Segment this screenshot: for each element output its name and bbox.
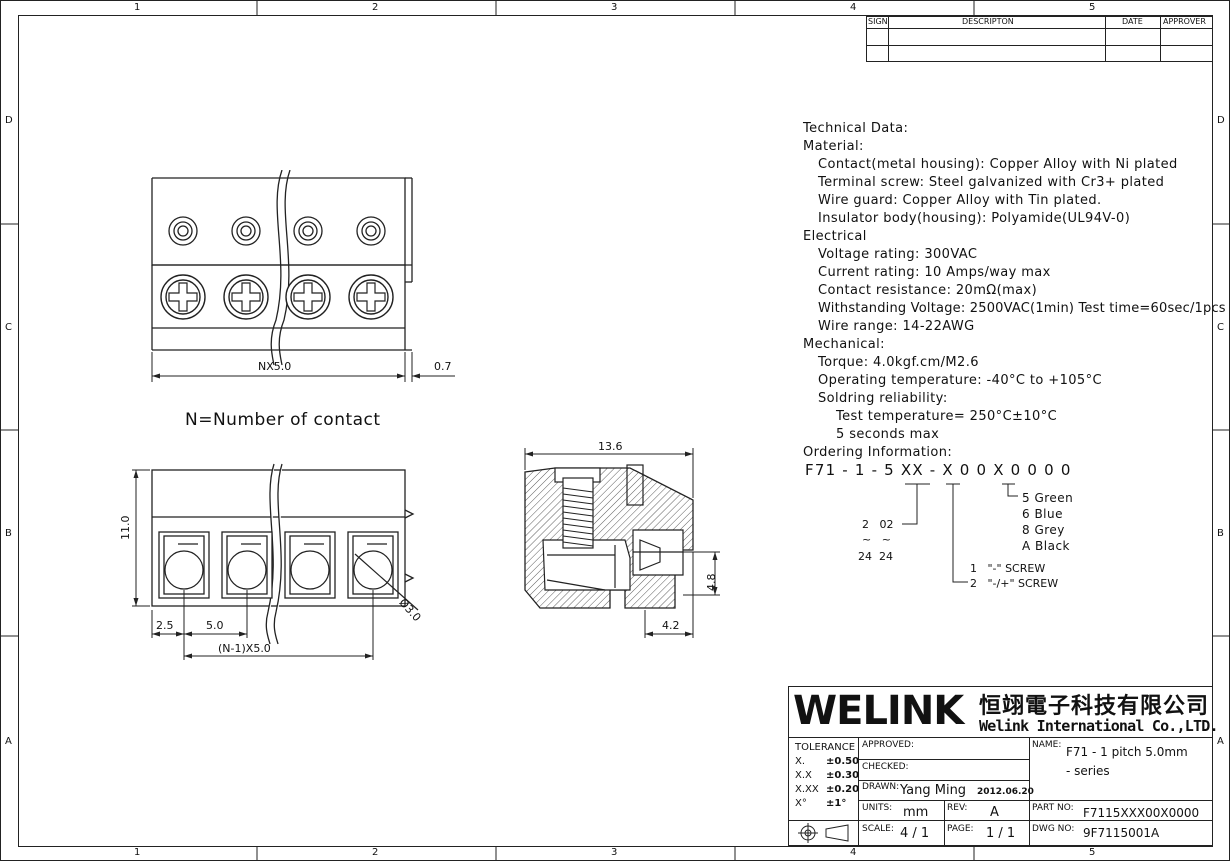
- rev-header-sign: SIGN: [868, 17, 888, 26]
- zone-row-a-right: A: [1217, 736, 1224, 747]
- ordering-code: F71 - 1 - 5 XX - X 0 0 X 0 0 0 0: [805, 461, 1072, 479]
- rev-value: A: [990, 805, 999, 820]
- zone-col-4-top: 4: [850, 2, 857, 13]
- approved-label: APPROVED:: [862, 740, 914, 750]
- tech-wire-range: Wire range: 14-22AWG: [818, 319, 975, 334]
- part-no-label: PART NO:: [1032, 803, 1074, 813]
- top-view: [132, 463, 419, 660]
- page-value: 1 / 1: [986, 826, 1016, 841]
- tech-voltage: Voltage rating: 300VAC: [818, 247, 978, 262]
- units-label: UNITS:: [862, 803, 893, 813]
- revision-table: [866, 16, 1213, 62]
- zone-col-3-top: 3: [611, 2, 618, 13]
- dim-front-width: NX5.0: [258, 360, 292, 373]
- tech-current: Current rating: 10 Amps/way max: [818, 265, 1051, 280]
- tech-heading: Technical Data:: [803, 121, 909, 136]
- zone-row-a-left: A: [5, 736, 12, 747]
- side-view: [524, 448, 720, 638]
- scale-value: 4 / 1: [900, 826, 930, 841]
- name-label: NAME:: [1032, 740, 1062, 750]
- zone-col-3-bottom: 3: [611, 847, 618, 858]
- rev-label: REV:: [947, 803, 968, 813]
- dim-top-edge: 2.5: [156, 619, 174, 632]
- drawing-name-line2: - series: [1066, 764, 1110, 778]
- rev-header-approver: APPROVER: [1163, 17, 1206, 26]
- screw-option-2: 2 "-/+" SCREW: [970, 577, 1059, 590]
- tech-operating-temp: Operating temperature: -40°C to +105°C: [818, 373, 1102, 388]
- drawing-number: 9F7115001A: [1083, 826, 1160, 840]
- tolerance-key-3: X°: [795, 798, 807, 809]
- screw-option-1: 1 "-" SCREW: [970, 562, 1046, 575]
- tolerance-key-1: X.X: [795, 770, 812, 781]
- tech-contact-material: Contact(metal housing): Copper Alloy wit…: [818, 157, 1178, 172]
- drawn-date: 2012.06.20: [977, 787, 1034, 797]
- company-name-en: Welink International Co.,LTD.: [979, 717, 1219, 735]
- tech-mechanical-heading: Mechanical:: [803, 337, 885, 352]
- zone-col-5-top: 5: [1089, 2, 1096, 13]
- zone-row-b-left: B: [5, 528, 12, 539]
- color-option-green: 5 Green: [1022, 491, 1074, 505]
- company-name-cn: 恒翊電子科技有限公司: [979, 693, 1210, 719]
- tech-seconds: 5 seconds max: [836, 427, 940, 442]
- contact-range-sep: ~ ~: [862, 533, 891, 546]
- dim-side-height: 4.8: [705, 573, 718, 592]
- contact-count-caption: N=Number of contact: [185, 410, 381, 430]
- welink-logo: WELINK: [793, 688, 964, 734]
- tech-torque: Torque: 4.0kgf.cm/M2.6: [818, 355, 979, 370]
- units-value: mm: [903, 805, 929, 820]
- zone-col-2-bottom: 2: [372, 847, 379, 858]
- rev-header-description: DESCRIPTON: [962, 17, 1014, 26]
- tech-withstanding: Withstanding Voltage: 2500VAC(1min) Test…: [818, 301, 1226, 316]
- dim-side-length: 13.6: [598, 440, 623, 453]
- zone-col-2-top: 2: [372, 2, 379, 13]
- tech-soldering: Soldring reliability:: [818, 391, 948, 406]
- checked-label: CHECKED:: [862, 762, 909, 772]
- title-block-grid: [788, 686, 1213, 846]
- ordering-leaders: [902, 483, 1018, 583]
- dwg-no-label: DWG NO:: [1032, 824, 1075, 834]
- tech-electrical-heading: Electrical: [803, 229, 867, 244]
- dim-front-offset: 0.7: [434, 360, 452, 373]
- tolerance-val-2: ±0.20: [826, 784, 860, 795]
- rev-header-date: DATE: [1122, 17, 1143, 26]
- zone-col-4-bottom: 4: [850, 847, 857, 858]
- scale-label: SCALE:: [862, 824, 894, 834]
- tech-material-heading: Material:: [803, 139, 864, 154]
- front-view: [151, 170, 455, 382]
- tolerance-key-2: X.XX: [795, 784, 819, 795]
- contact-range-start: 2 02: [862, 518, 894, 531]
- tolerance-val-0: ±0.50: [826, 756, 860, 767]
- zone-col-5-bottom: 5: [1089, 847, 1096, 858]
- tolerance-val-3: ±1°: [826, 798, 847, 809]
- dim-side-bottom: 4.2: [662, 619, 680, 632]
- part-number: F7115XXX00X0000: [1083, 806, 1200, 820]
- tech-wire-guard: Wire guard: Copper Alloy with Tin plated…: [818, 193, 1102, 208]
- tech-ordering-heading: Ordering Information:: [803, 445, 953, 460]
- tech-test-temp: Test temperature= 250°C±10°C: [836, 409, 1058, 424]
- drawing-name-line1: F71 - 1 pitch 5.0mm: [1066, 745, 1188, 759]
- tech-insulator: Insulator body(housing): Polyamide(UL94V…: [818, 211, 1131, 226]
- page-label: PAGE:: [947, 824, 974, 834]
- dim-top-pitch: 5.0: [206, 619, 224, 632]
- zone-row-b-right: B: [1217, 528, 1224, 539]
- zone-row-d-right: D: [1217, 115, 1225, 126]
- tolerance-label: TOLERANCE: [795, 742, 856, 753]
- color-option-black: A Black: [1022, 539, 1070, 553]
- color-option-blue: 6 Blue: [1022, 507, 1064, 521]
- tech-resistance: Contact resistance: 20mΩ(max): [818, 283, 1038, 298]
- tolerance-val-1: ±0.30: [826, 770, 860, 781]
- tech-screw-material: Terminal screw: Steel galvanized with Cr…: [818, 175, 1165, 190]
- color-option-grey: 8 Grey: [1022, 523, 1065, 537]
- zone-row-c-left: C: [5, 322, 12, 333]
- contact-range-end: 24 24: [858, 550, 893, 563]
- zone-col-1-top: 1: [134, 2, 141, 13]
- dim-top-span: (N-1)X5.0: [218, 642, 271, 655]
- dim-top-height: 11.0: [119, 515, 132, 541]
- drawn-by: Yang Ming: [900, 783, 967, 798]
- zone-row-d-left: D: [5, 115, 13, 126]
- zone-col-1-bottom: 1: [134, 847, 141, 858]
- tolerance-key-0: X.: [795, 756, 806, 767]
- zone-row-c-right: C: [1217, 322, 1224, 333]
- drawn-label: DRAWN:: [862, 782, 900, 792]
